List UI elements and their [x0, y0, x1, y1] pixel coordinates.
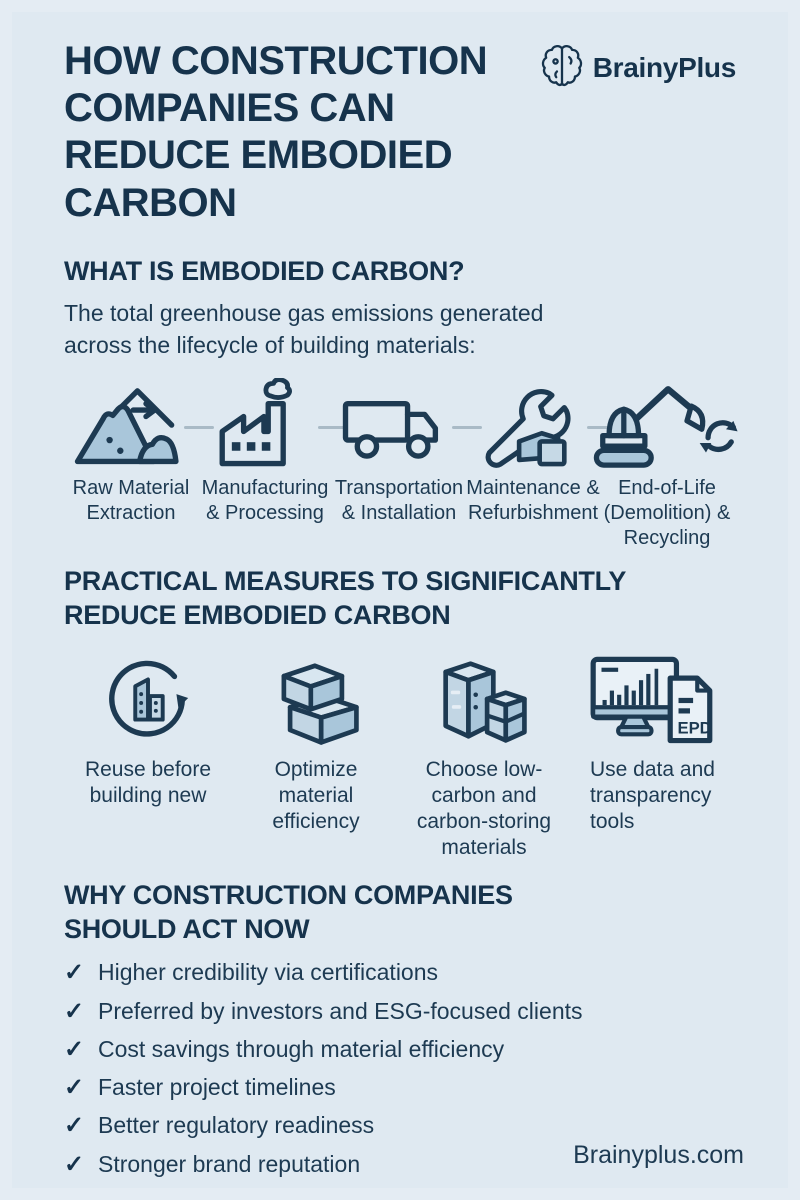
stacked-blocks-icon: [232, 649, 400, 749]
stage-label: Raw Material Extraction: [72, 477, 190, 525]
section-practical-measures: PRACTICAL MEASURES TO SIGNIFICANTLY REDU…: [64, 565, 736, 861]
truck-icon: [332, 376, 466, 472]
brand-name: BrainyPlus: [592, 51, 737, 83]
check-icon: ✓: [64, 1035, 85, 1063]
lifecycle-flow: [64, 376, 738, 472]
list-item: ✓ Faster project timelines: [64, 1073, 736, 1102]
flow-connector: [587, 426, 617, 430]
check-icon: ✓: [64, 1150, 85, 1178]
section-heading: WHY CONSTRUCTION COMPANIES SHOULD ACT NO…: [64, 879, 513, 944]
check-icon: ✓: [64, 997, 85, 1025]
lifecycle-labels: Raw Material Extraction Manufacturing & …: [64, 476, 736, 551]
benefit-text: Faster project timelines: [98, 1074, 336, 1101]
list-item: ✓ Cost savings through material efficien…: [64, 1035, 736, 1064]
check-icon: ✓: [64, 1112, 85, 1140]
section-what-is-embodied-carbon: WHAT IS EMBODIED CARBON? The total green…: [64, 255, 738, 552]
stage-label: End-of-Life (Demolition) & Recycling: [603, 477, 731, 550]
list-item: ✓ Stronger brand reputation: [64, 1150, 736, 1179]
check-icon: ✓: [64, 1074, 85, 1102]
list-item: ✓ Higher credibility via certifications: [64, 958, 736, 987]
material-blocks-icon: [400, 649, 568, 749]
measure-label: Reuse before building new: [84, 757, 212, 807]
stage-label: Maintenance & Refurbishment: [466, 477, 600, 525]
measure-label: Optimize material efficiency: [272, 757, 360, 833]
section-heading: PRACTICAL MEASURES TO SIGNIFICANTLY REDU…: [64, 566, 626, 630]
raw-material-extraction-icon: [64, 376, 198, 472]
flow-connector: [452, 426, 482, 430]
benefit-text: Better regulatory readiness: [98, 1112, 375, 1139]
list-item: ✓ Preferred by investors and ESG-focused…: [64, 997, 736, 1026]
list-item: ✓ Better regulatory readiness: [64, 1111, 736, 1140]
benefit-text: Cost savings through material efficiency: [98, 1035, 505, 1062]
excavator-recycle-icon: [593, 376, 738, 472]
flow-connector: [318, 426, 348, 430]
wrench-blocks-icon: [466, 376, 600, 472]
section-heading: WHAT IS EMBODIED CARBON?: [64, 255, 465, 286]
check-icon: ✓: [64, 959, 85, 987]
flow-connector: [184, 426, 214, 430]
footer-website: Brainyplus.com: [573, 1141, 744, 1169]
stage-label: Manufacturing & Processing: [201, 477, 329, 525]
section-description: The total greenhouse gas emissions gener…: [64, 299, 544, 359]
factory-icon: [198, 376, 332, 472]
brain-icon: [539, 42, 585, 93]
measures-icons: EPD: [64, 649, 736, 749]
brand-logo: BrainyPlus: [539, 42, 736, 93]
reuse-buildings-icon: [64, 649, 232, 749]
stage-label: Transportation & Installation: [334, 477, 464, 525]
benefits-checklist: ✓ Higher credibility via certifications …: [64, 958, 736, 1179]
measure-label: Choose low-carbon and carbon-storing mat…: [416, 757, 552, 859]
benefit-text: Stronger brand reputation: [98, 1150, 361, 1177]
benefit-text: Preferred by investors and ESG-focused c…: [98, 997, 583, 1024]
measures-labels: Reuse before building new Optimize mater…: [64, 757, 736, 861]
page-title: HOW CONSTRUCTION COMPANIES CAN REDUCE EM…: [64, 39, 488, 225]
measure-label: Use data and transparency tools: [590, 757, 715, 833]
monitor-epd-icon: EPD: [568, 649, 736, 749]
epd-label: EPD: [677, 718, 711, 737]
benefit-text: Higher credibility via certifications: [98, 959, 439, 986]
section-why-act-now: WHY CONSTRUCTION COMPANIES SHOULD ACT NO…: [64, 879, 736, 1179]
header: HOW CONSTRUCTION COMPANIES CAN REDUCE EM…: [64, 38, 736, 227]
